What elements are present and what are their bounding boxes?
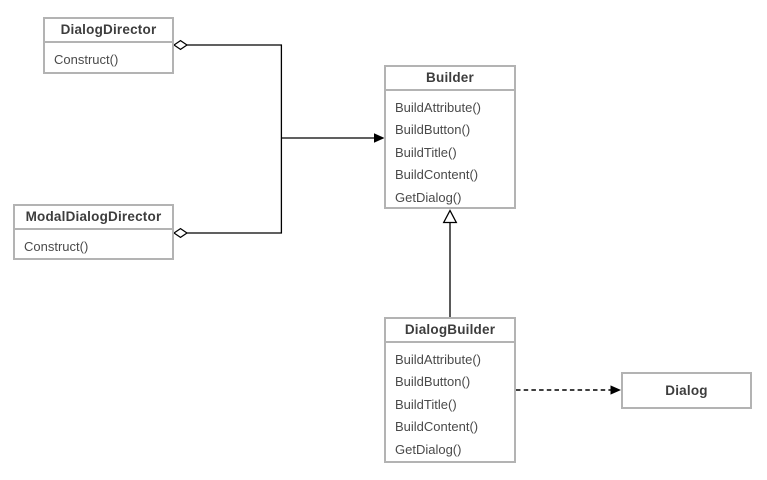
class-methods: Construct(): [15, 230, 172, 258]
method-item: BuildTitle(): [395, 396, 457, 412]
method-item: Construct(): [54, 52, 119, 67]
class-methods: BuildAttribute() BuildButton() BuildTitl…: [386, 343, 514, 461]
class-box-dialogdirector: DialogDirector Construct(): [43, 17, 174, 74]
filled-arrowhead-icon: [374, 133, 385, 143]
class-title: ModalDialogDirector: [15, 206, 172, 230]
class-title: DialogDirector: [45, 19, 172, 43]
method-item: BuildAttribute(): [395, 100, 481, 115]
hollow-triangle-arrowhead-icon: [442, 209, 458, 224]
method-item: BuildAttribute(): [395, 352, 481, 367]
class-box-dialog: Dialog: [621, 372, 752, 409]
method-item: BuildContent(): [395, 167, 479, 183]
method-item: BuildButton(): [395, 374, 471, 390]
method-item: Construct(): [24, 239, 89, 254]
method-item: GetDialog(): [395, 189, 462, 205]
class-title: DialogBuilder: [386, 319, 514, 343]
aggregation-diamond-icon: [172, 227, 189, 239]
class-methods: Construct(): [45, 43, 172, 71]
aggregation-diamond-icon: [172, 39, 189, 51]
aggregation-line: [187, 44, 283, 234]
class-title: Builder: [386, 67, 514, 91]
method-item: BuildContent(): [395, 419, 479, 435]
method-item: BuildTitle(): [395, 144, 457, 160]
class-methods: BuildAttribute() BuildButton() BuildTitl…: [386, 91, 514, 209]
class-box-builder: Builder BuildAttribute() BuildButton() B…: [384, 65, 516, 209]
filled-arrowhead-icon: [610, 385, 621, 395]
method-item: GetDialog(): [395, 441, 462, 457]
class-box-dialogbuilder: DialogBuilder BuildAttribute() BuildButt…: [384, 317, 516, 463]
method-item: BuildButton(): [395, 122, 471, 138]
class-title: Dialog: [665, 383, 708, 398]
class-box-modaldialogdirector: ModalDialogDirector Construct(): [13, 204, 174, 260]
